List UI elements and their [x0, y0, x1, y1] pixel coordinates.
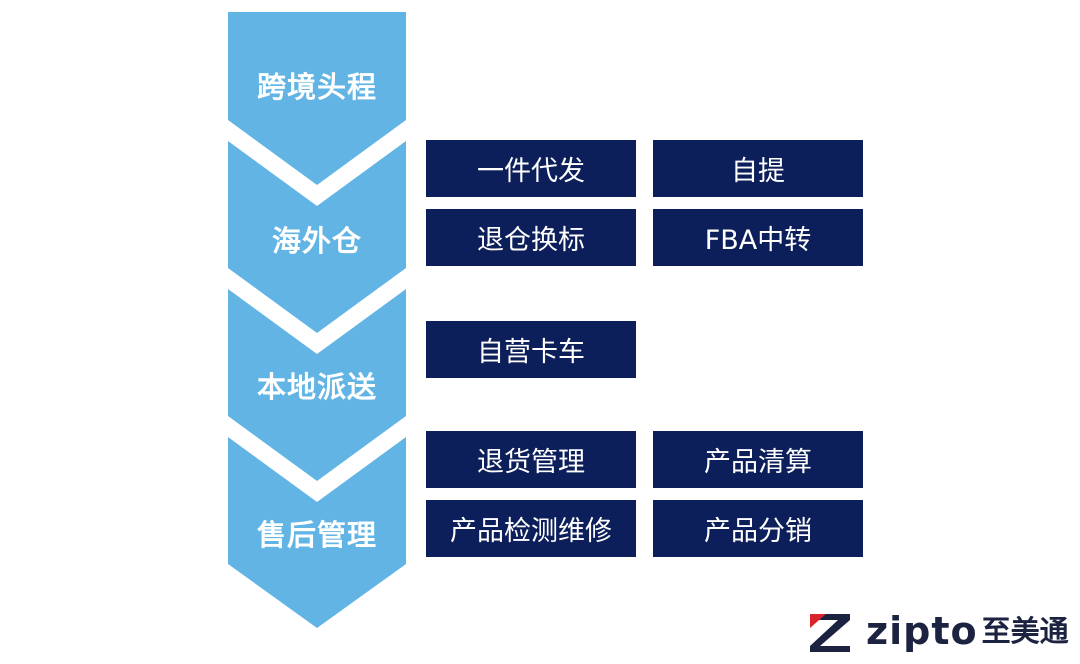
logo-wordmark: zipto: [866, 609, 978, 653]
stage-label-delivery: 本地派送: [256, 370, 377, 404]
service-box-own-trucks: 自营卡车: [426, 321, 636, 378]
stage-label-warehouse: 海外仓: [271, 224, 362, 258]
z-logo-icon: [810, 614, 850, 652]
service-box-pickup: 自提: [653, 140, 863, 197]
service-box-relabel: 退仓换标: [426, 209, 636, 266]
chevron-stage-2: [228, 141, 406, 333]
chevron-stage-4: [228, 437, 406, 628]
service-box-inspection-repair: 产品检测维修: [426, 500, 636, 557]
service-box-liquidation: 产品清算: [653, 431, 863, 488]
service-box-dropshipping: 一件代发: [426, 140, 636, 197]
chevron-stage-3: [228, 289, 406, 481]
service-box-distribution: 产品分销: [653, 500, 863, 557]
service-box-fba-transfer: FBA中转: [653, 209, 863, 266]
chevron-stage-1: [228, 12, 406, 185]
service-box-returns: 退货管理: [426, 431, 636, 488]
logo-chinese-name: 至美通: [981, 614, 1069, 648]
stage-label-crossborder: 跨境头程: [256, 70, 377, 104]
zipto-logo: zipto 至美通: [806, 608, 1069, 654]
stage-label-aftersales: 售后管理: [256, 518, 377, 552]
